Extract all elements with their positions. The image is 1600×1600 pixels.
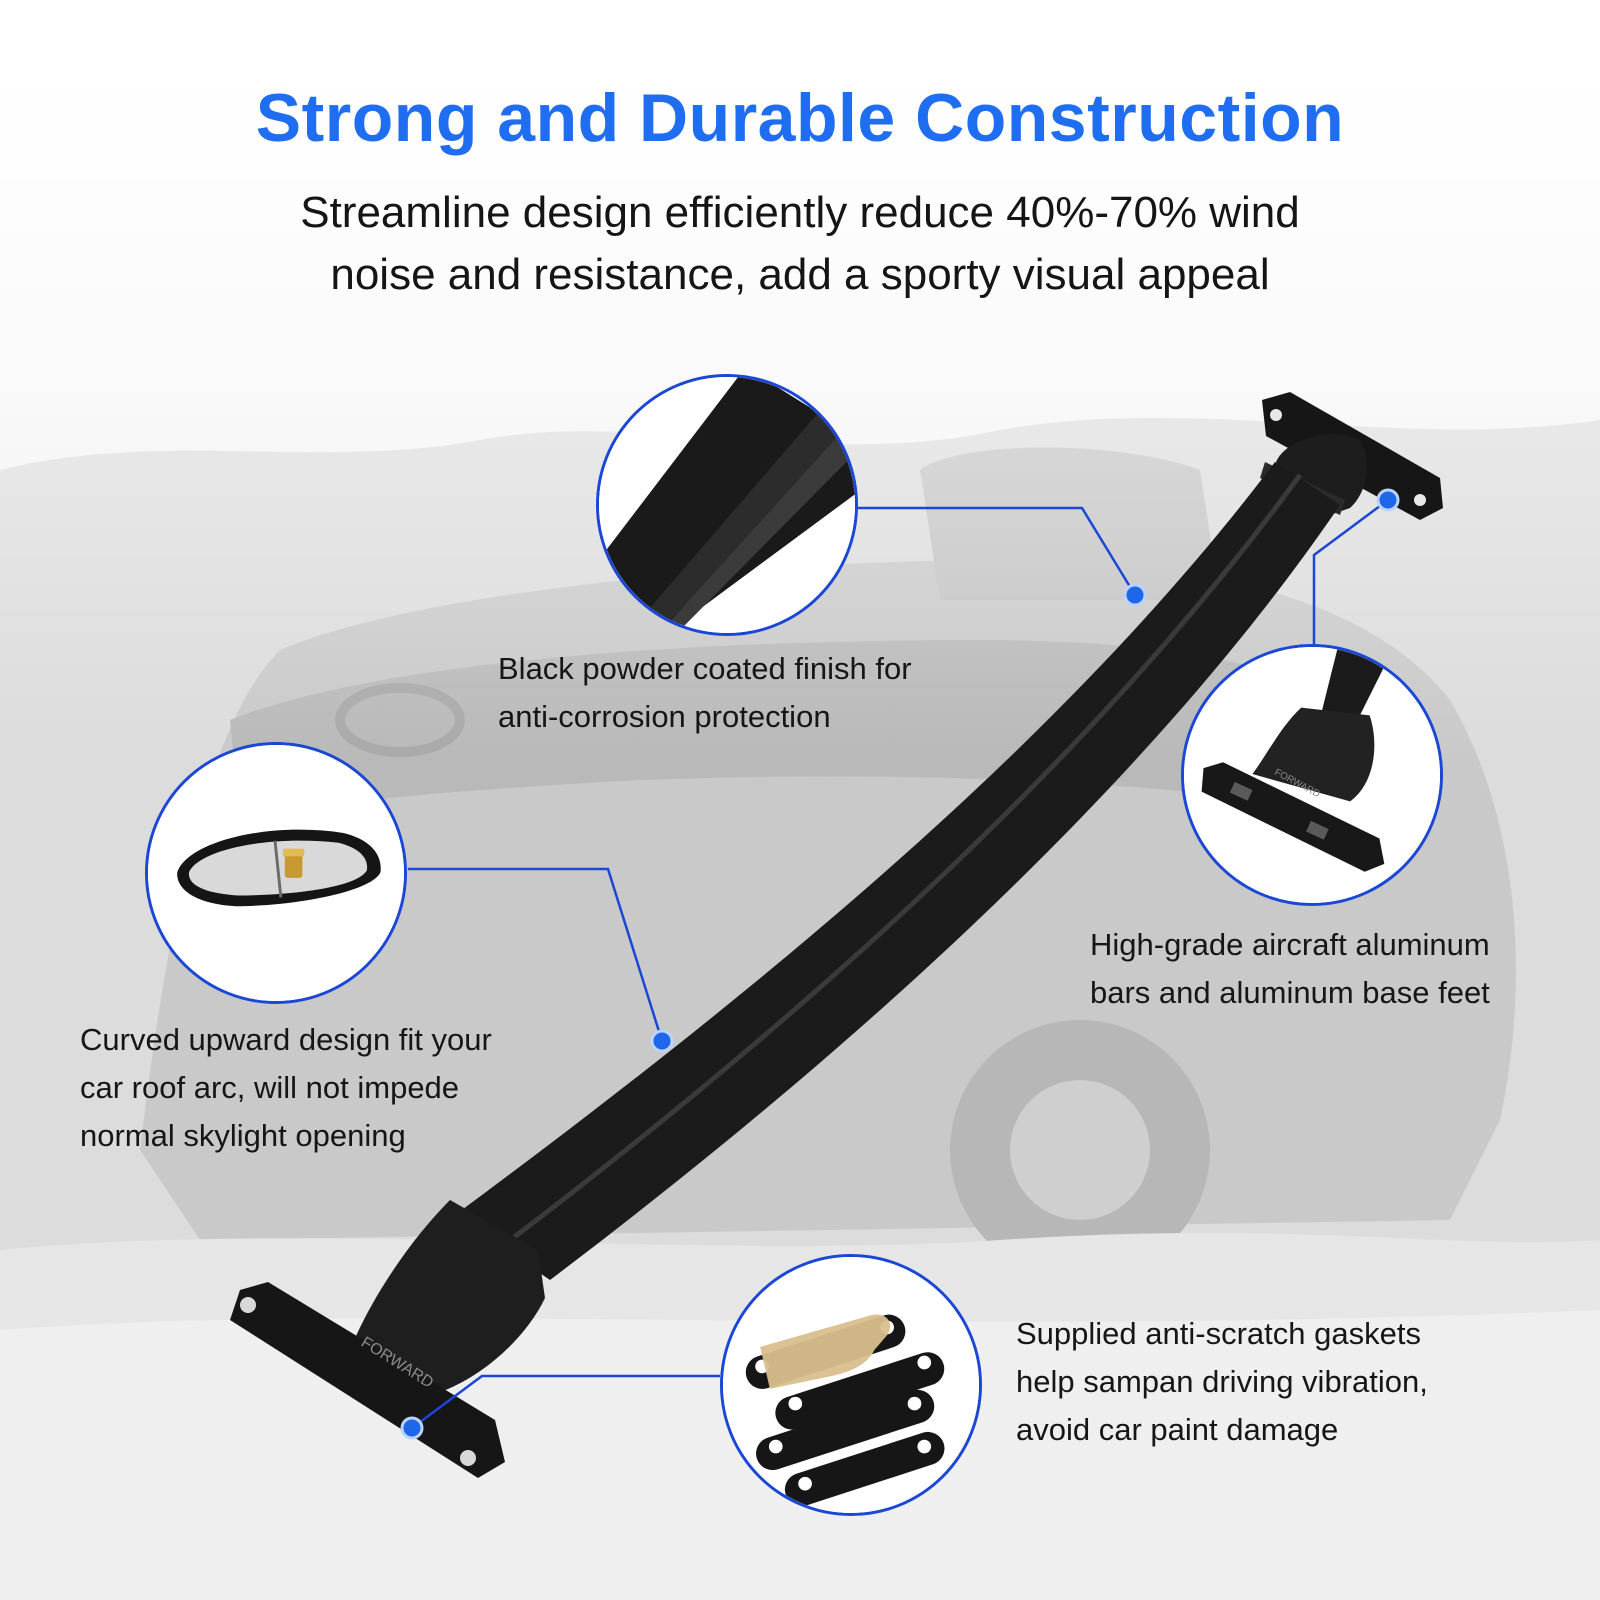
callout-gaskets-line-1: Supplied anti-scratch gaskets xyxy=(1016,1316,1421,1351)
subtitle-line-1: Streamline design efficiently reduce 40%… xyxy=(300,188,1300,237)
callout-dot-finish xyxy=(1123,583,1147,607)
leader-line-aluminum xyxy=(1312,498,1389,646)
subtitle-line-2: noise and resistance, add a sporty visua… xyxy=(330,250,1270,299)
gaskets-image xyxy=(723,1257,979,1513)
callout-text-curved: Curved upward design fit your car roof a… xyxy=(80,1016,492,1160)
callout-dot-aluminum xyxy=(1376,488,1400,512)
callout-aluminum-line-2: bars and aluminum base feet xyxy=(1090,975,1490,1010)
callout-finish-line-2: anti-corrosion protection xyxy=(498,699,831,734)
tube-closeup-image xyxy=(599,377,855,633)
callout-finish-line-1: Black powder coated finish for xyxy=(498,651,912,686)
callout-dot-gaskets xyxy=(400,1416,424,1440)
detail-bubble-gaskets xyxy=(720,1254,982,1516)
detail-bubble-finish xyxy=(596,374,858,636)
callout-curved-line-3: normal skylight opening xyxy=(80,1118,406,1153)
callout-dots xyxy=(400,488,1400,1440)
page-title: Strong and Durable Construction xyxy=(255,80,1345,156)
callout-gaskets-line-2: help sampan driving vibration, xyxy=(1016,1364,1428,1399)
page-subtitle: Streamline design efficiently reduce 40%… xyxy=(200,182,1400,306)
callout-text-gaskets: Supplied anti-scratch gaskets help sampa… xyxy=(1016,1310,1428,1454)
callout-text-finish: Black powder coated finish for anti-corr… xyxy=(498,645,912,741)
crossbar-tube xyxy=(455,462,1340,1280)
bottom-mounting-foot: FORWARD xyxy=(230,1200,545,1478)
leader-line-curved xyxy=(408,867,664,1042)
callout-dot-curved xyxy=(650,1029,674,1053)
detail-bubble-aluminum: FORWARD xyxy=(1181,644,1443,906)
callout-curved-line-2: car roof arc, will not impede xyxy=(80,1070,460,1105)
detail-bubble-curved xyxy=(145,742,407,1004)
profile-cross-section-image xyxy=(148,745,404,1001)
callout-aluminum-line-1: High-grade aircraft aluminum xyxy=(1090,927,1490,962)
leader-line-finish xyxy=(858,506,1137,596)
callout-curved-line-1: Curved upward design fit your xyxy=(80,1022,492,1057)
leader-line-gaskets xyxy=(411,1374,720,1430)
callout-text-aluminum: High-grade aircraft aluminum bars and al… xyxy=(1090,921,1490,1017)
callout-gaskets-line-3: avoid car paint damage xyxy=(1016,1412,1339,1447)
base-foot-closeup-image: FORWARD xyxy=(1184,647,1440,903)
